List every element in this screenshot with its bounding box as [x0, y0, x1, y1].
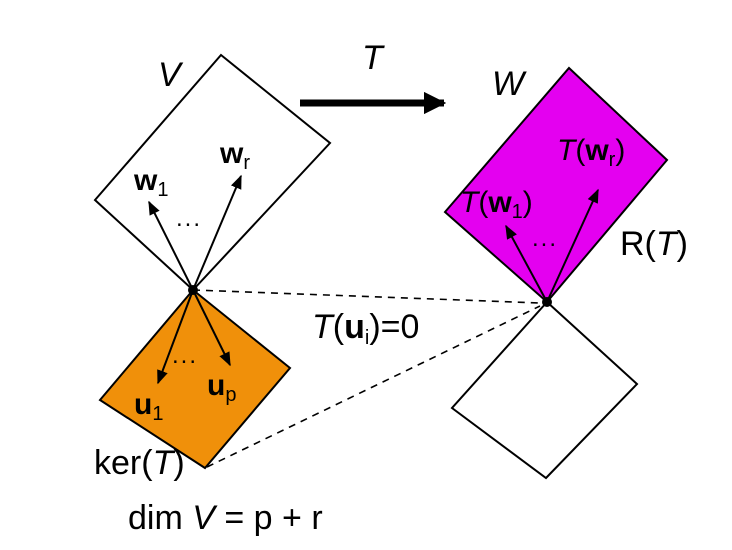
- domain-origin-point: [188, 285, 198, 295]
- domain-space-label: V: [158, 56, 184, 94]
- twr-vector-arrow: [546, 188, 599, 303]
- wr-vector-arrow: [192, 174, 242, 291]
- range-region: [443, 66, 669, 304]
- tw1-vector-arrow: [505, 224, 548, 303]
- range-label: R(T): [620, 225, 688, 263]
- u1-vector-arrow: [157, 289, 194, 385]
- dimension-formula: dim V = p + r: [128, 499, 323, 537]
- u-vectors-ellipsis: ...: [172, 342, 198, 369]
- tw1-image-label: T(w1): [460, 186, 533, 223]
- u1-vector-label: u1: [134, 388, 163, 425]
- kernel-region: [98, 288, 292, 470]
- kernel-corner-dashed-line: [206, 305, 541, 468]
- w1-vector-arrow: [148, 200, 194, 291]
- w-vectors-ellipsis: ...: [176, 205, 202, 232]
- codomain-space-label: W: [492, 65, 527, 103]
- up-vector-arrow: [192, 289, 231, 367]
- kernel-mapping-label: TT((ui)=0: [312, 308, 419, 349]
- w1-vector-label: w1: [133, 164, 168, 201]
- twr-image-label: T(wr): [557, 134, 625, 171]
- codomain-complement-region: [450, 300, 639, 480]
- kernel-origin-dashed-line: [192, 289, 541, 304]
- codomain-origin-point: [542, 297, 552, 307]
- wr-vector-label: wr: [219, 137, 250, 174]
- mapping-label: T: [362, 39, 385, 77]
- kernel-label: ker(T): [94, 444, 185, 482]
- domain-space-region: [93, 53, 332, 292]
- tw-vectors-ellipsis: ...: [532, 225, 558, 252]
- up-vector-label: up: [207, 369, 236, 406]
